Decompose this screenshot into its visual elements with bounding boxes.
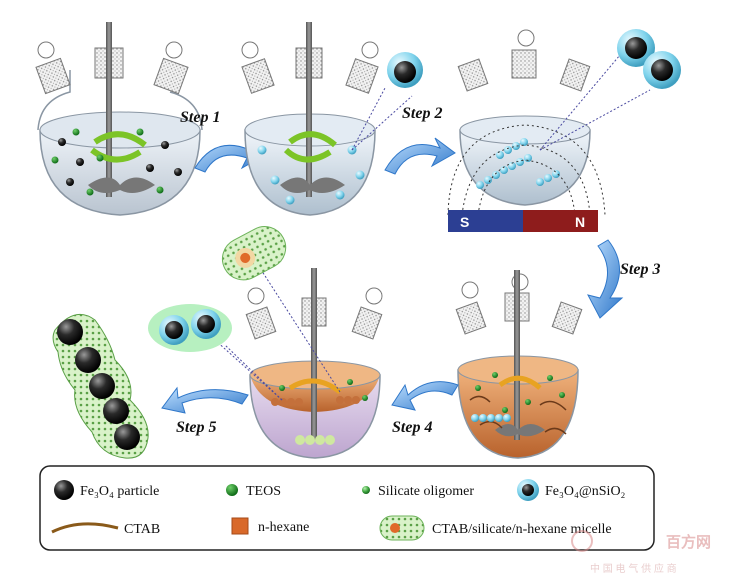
magnet-south-label: S bbox=[460, 214, 469, 230]
ctab-icon bbox=[51, 522, 119, 534]
silicate-oligomer-icon bbox=[362, 486, 370, 494]
legend-fe3o4-particle: Fe₃O₄ particle bbox=[80, 484, 159, 499]
step-5-label: Step 5 bbox=[176, 419, 216, 436]
final-chain-product bbox=[52, 313, 149, 459]
fe3o4-particles-1 bbox=[51, 128, 182, 196]
fe3o4-particle-icon bbox=[54, 480, 74, 500]
n-hexane-icon bbox=[231, 517, 249, 535]
chain-5 bbox=[271, 396, 360, 406]
flask-1 bbox=[35, 22, 203, 216]
arrow-step-5 bbox=[161, 386, 249, 414]
step-4-label: Step 4 bbox=[392, 419, 432, 436]
teos-dots-4 bbox=[475, 372, 565, 413]
chain-particles-3 bbox=[476, 138, 560, 189]
watermark-main: 百方网 bbox=[666, 533, 711, 551]
teos-icon bbox=[226, 484, 238, 496]
legend-teos: TEOS bbox=[246, 484, 281, 499]
flask-5 bbox=[148, 226, 383, 459]
flask-3 bbox=[447, 29, 681, 216]
flask-4 bbox=[455, 270, 583, 459]
watermark-logo-icon bbox=[571, 530, 593, 552]
encapsulated-dimer-icon bbox=[148, 304, 232, 352]
dimer-zoom-icon bbox=[617, 29, 681, 89]
legend-ctab: CTAB bbox=[124, 522, 160, 537]
legend-n-hexane: n-hexane bbox=[258, 520, 309, 535]
watermark-sub: 中 国 电 气 供 应 商 bbox=[590, 562, 677, 575]
arrow-step-3 bbox=[587, 239, 624, 319]
cyan-particles-2 bbox=[257, 145, 365, 205]
step-2-label: Step 2 bbox=[402, 105, 442, 122]
step-1-label: Step 1 bbox=[180, 109, 220, 126]
arrow-step-2 bbox=[384, 137, 456, 175]
fe3o4-nsio2-icon bbox=[517, 479, 539, 501]
watermark: 百方网 中 国 电 气 供 应 商 bbox=[571, 530, 711, 575]
micelle-zoom-icon bbox=[221, 226, 287, 281]
legend-silicate-oligomer: Silicate oligomer bbox=[378, 484, 474, 499]
teos-dots-5 bbox=[279, 379, 368, 401]
arrow-step-4 bbox=[391, 381, 459, 411]
micelle-icon bbox=[379, 515, 425, 541]
step-3-label: Step 3 bbox=[620, 261, 660, 278]
flask-2 bbox=[241, 22, 423, 216]
sediment-5 bbox=[295, 435, 335, 445]
legend-fe3o4-nsio2: Fe₃O₄@nSiO₂ bbox=[545, 484, 626, 499]
core-shell-zoom-icon bbox=[387, 52, 423, 88]
magnet-north-label: N bbox=[575, 214, 585, 230]
legend-micelle: CTAB/silicate/n-hexane micelle bbox=[432, 522, 612, 537]
field-lines bbox=[447, 124, 606, 216]
chain-4 bbox=[471, 414, 511, 422]
magnet: S N bbox=[448, 210, 598, 232]
legend: Fe₃O₄ particle TEOS Silicate oligomer Fe… bbox=[39, 465, 655, 551]
